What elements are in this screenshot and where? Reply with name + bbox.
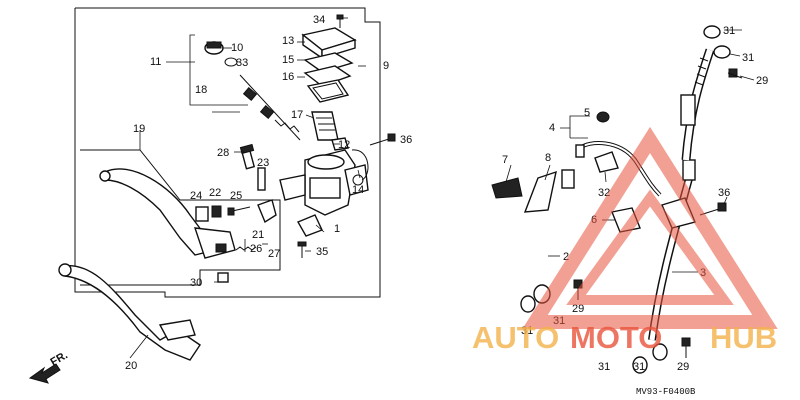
- label-part-29-mid: 29: [572, 303, 584, 315]
- diaphragm-16: [303, 65, 352, 87]
- leader-lines-left: [129, 17, 366, 359]
- label-part-36-left: 36: [400, 134, 412, 146]
- front-direction-arrow-icon: [28, 363, 61, 384]
- label-part-36-right: 36: [718, 187, 730, 199]
- plate-17: [311, 111, 339, 141]
- hose-clamp-7: [491, 177, 523, 199]
- label-part-31-b: 31: [742, 52, 754, 64]
- master-cylinder-body: [279, 149, 369, 216]
- bolt-36-left: [369, 133, 396, 146]
- label-part-34: 34: [313, 14, 325, 26]
- bracket-23: [257, 167, 266, 191]
- watermark-word-auto: AUTO: [472, 320, 559, 355]
- reservoir-cap-13: [301, 27, 357, 60]
- label-part-13: 13: [282, 35, 294, 47]
- label-part-24: 24: [190, 190, 202, 202]
- label-part-5: 5: [584, 107, 590, 119]
- front-direction-label: FR.: [49, 349, 70, 368]
- switch-1: [296, 214, 323, 237]
- label-part-19: 19: [133, 123, 145, 135]
- label-part-9: 9: [383, 60, 389, 72]
- label-part-27: 27: [268, 248, 280, 260]
- lever-20: [58, 263, 201, 361]
- part-labels: 1 2 3 4 5 6 7 8 9 10 11 12 13 14 15 16 1…: [125, 14, 768, 373]
- label-part-18: 18: [195, 84, 207, 96]
- watermark-word-hub: HUB: [710, 320, 777, 355]
- pivot-bolt-28: [239, 143, 256, 170]
- label-part-8: 8: [545, 152, 551, 164]
- watermark-word-moto: MOTO: [570, 320, 662, 355]
- label-part-1: 1: [334, 223, 340, 235]
- screw-25: [227, 206, 251, 216]
- label-part-4: 4: [549, 122, 555, 134]
- diagram-code: MV93-F0400B: [636, 387, 696, 397]
- label-part-29-bottom: 29: [677, 361, 689, 373]
- label-part-7: 7: [502, 154, 508, 166]
- piston-set-18: [239, 74, 301, 141]
- warning-triangle-icon: [522, 126, 778, 329]
- spring-21: [257, 199, 277, 224]
- label-part-16: 16: [282, 71, 294, 83]
- label-part-33: 33: [236, 57, 248, 69]
- label-part-20: 20: [125, 360, 137, 372]
- collar-22: [211, 205, 222, 218]
- label-part-22: 22: [209, 187, 221, 199]
- nut-30: [217, 272, 229, 283]
- label-part-25: 25: [230, 190, 242, 202]
- upper-hose: [680, 48, 715, 161]
- adjuster-24: [195, 206, 209, 222]
- hose-clip-14: [351, 149, 369, 181]
- label-part-28: 28: [217, 147, 229, 159]
- float-gasket: [306, 79, 350, 103]
- label-part-31-e: 31: [598, 361, 610, 373]
- screw-34: [336, 14, 344, 28]
- label-part-31-a: 31: [723, 25, 735, 37]
- three-way-joint-32: [594, 151, 619, 173]
- label-part-30: 30: [190, 277, 202, 289]
- circlip-33: [224, 57, 238, 67]
- label-part-21: 21: [252, 229, 264, 241]
- label-part-10: 10: [231, 42, 243, 54]
- label-part-26: 26: [250, 243, 262, 255]
- hose-clamp-8: [523, 170, 557, 213]
- spring-26: [235, 246, 257, 251]
- label-part-12: 12: [338, 139, 350, 151]
- label-part-17: 17: [291, 109, 303, 121]
- label-part-23: 23: [257, 157, 269, 169]
- piston-boot-10: [204, 41, 224, 55]
- leader-lines-right: [505, 29, 755, 273]
- screw-35: [297, 241, 307, 258]
- label-part-29-top: 29: [756, 75, 768, 87]
- hose-2: [538, 169, 575, 286]
- sealing-washers-31: [520, 25, 731, 374]
- label-part-11: 11: [150, 56, 161, 68]
- watermark-logo: [522, 126, 778, 329]
- grommet-5: [596, 111, 610, 123]
- label-part-2: 2: [563, 251, 569, 263]
- label-part-14: 14: [352, 184, 364, 196]
- reservoir-plate-15: [303, 52, 354, 73]
- label-part-31-f: 31: [633, 361, 645, 373]
- label-part-15: 15: [282, 54, 294, 66]
- label-part-35: 35: [316, 246, 328, 258]
- nut-27: [215, 243, 227, 253]
